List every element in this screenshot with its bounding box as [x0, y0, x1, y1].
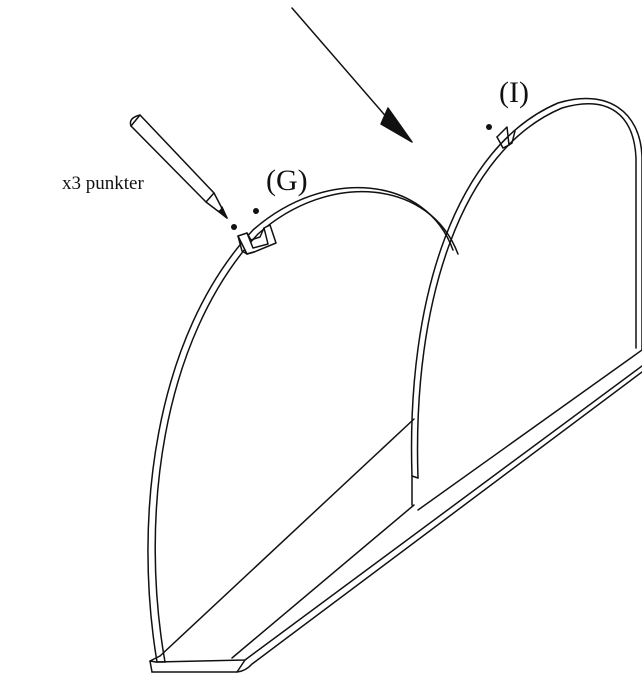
point-g-left	[231, 224, 237, 230]
front-panel	[147, 187, 459, 663]
pencil-icon	[129, 114, 228, 219]
point-g-right	[253, 208, 259, 214]
arrow-down-right-icon	[291, 7, 413, 143]
instruction-label: x3 punkter	[62, 173, 144, 194]
bracket-g-icon	[237, 224, 277, 255]
rear-panel	[410, 97, 642, 479]
bracket-i-icon	[496, 126, 516, 149]
point-i	[486, 124, 492, 130]
part-label-g: (G)	[266, 164, 308, 197]
base-rail	[149, 349, 642, 673]
marking-points	[231, 124, 492, 230]
part-label-i: (I)	[499, 76, 529, 109]
